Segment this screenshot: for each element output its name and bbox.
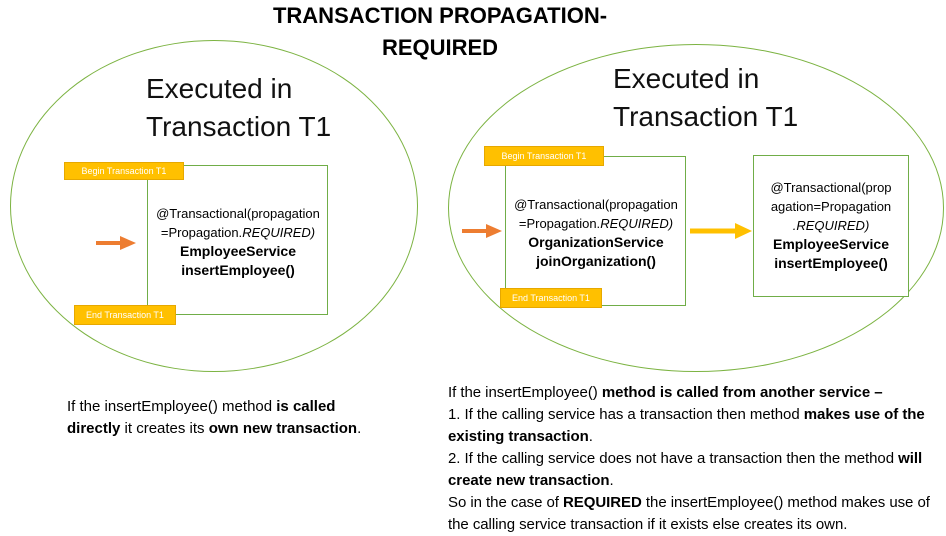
- left-end-transaction-tag: End Transaction T1: [74, 305, 176, 325]
- right-desc-l2-end: .: [588, 428, 593, 445]
- right-box2-annotation-line-1: @Transactional(prop: [770, 180, 892, 195]
- title-line-1: TRANSACTION PROPAGATION-: [272, 3, 608, 28]
- right-box2-service-name: EmployeeService: [773, 236, 889, 252]
- right-begin-transaction-tag: Begin Transaction T1: [484, 146, 604, 166]
- left-call-arrow: [96, 236, 136, 250]
- right-box1-annotation-line-1: @Transactional(propagation: [514, 197, 678, 212]
- right-box1-method-name: joinOrganization(): [536, 253, 656, 269]
- right-desc-l2-bold: makes use of the existing transaction: [448, 406, 925, 445]
- right-desc-line-2: 1. If the calling service has a transact…: [448, 404, 946, 448]
- left-method-name: insertEmployee(): [181, 262, 295, 278]
- left-executed-line-2: Transaction T1: [146, 111, 332, 142]
- left-service-name: EmployeeService: [180, 243, 296, 259]
- left-transaction-ellipse: [10, 40, 418, 372]
- left-executed-label: Executed in Transaction T1: [146, 70, 331, 146]
- right-box2-annotation-line-2: agation=Propagation: [770, 199, 892, 214]
- right-organization-service-text: @Transactional(propagation =Propagation.…: [506, 195, 686, 271]
- right-box1-service-name: OrganizationService: [528, 234, 664, 250]
- right-employee-service-text: @Transactional(prop agation=Propagation …: [754, 178, 908, 273]
- right-organization-service-box: [505, 156, 686, 306]
- left-executed-line-1: Executed in: [146, 73, 293, 104]
- right-transaction-ellipse: [448, 44, 944, 372]
- left-desc-text-1: If the insertEmployee() method: [67, 398, 277, 415]
- right-call-arrow: [462, 224, 502, 238]
- right-executed-line-2: Transaction T1: [613, 101, 799, 132]
- left-desc-text-2: it creates its: [120, 420, 209, 437]
- right-desc-line-1: If the insertEmployee() method is called…: [448, 382, 946, 404]
- right-desc-line-3: 2. If the calling service does not have …: [448, 448, 946, 492]
- right-executed-line-1: Executed in: [613, 63, 760, 94]
- right-employee-service-box: [753, 155, 909, 297]
- right-box1-annotation-line-2: =Propagation.REQUIRED): [506, 214, 686, 233]
- left-employee-service-box: [147, 165, 328, 315]
- right-box2-method-name: insertEmployee(): [774, 255, 888, 271]
- right-desc-l1-text: If the insertEmployee(): [448, 384, 602, 401]
- propagation-arrow: [690, 223, 752, 239]
- left-desc-bold-2: own new transaction: [208, 420, 358, 437]
- left-annotation-italic: REQUIRED): [242, 225, 316, 240]
- right-desc-line-4: So in the case of REQUIRED the insertEmp…: [448, 492, 946, 536]
- right-desc-l2-text: 1. If the calling service has a transact…: [448, 406, 804, 423]
- right-desc-l1-bold: method is called from another service –: [601, 384, 883, 401]
- right-box2-annotation-line-3: .REQUIRED): [792, 218, 870, 233]
- right-desc-l3-end: .: [609, 472, 614, 489]
- right-box1-annotation-prefix: =Propagation.: [518, 216, 601, 231]
- right-desc-l4-text-2: the insertEmployee() method makes use of…: [448, 494, 930, 533]
- right-end-transaction-tag: End Transaction T1: [500, 288, 602, 308]
- left-employee-service-text: @Transactional(propagation =Propagation.…: [148, 204, 328, 280]
- left-annotation-line-2: =Propagation.REQUIRED): [148, 223, 328, 242]
- title-line-2: REQUIRED: [381, 35, 499, 60]
- right-executed-label: Executed in Transaction T1: [613, 60, 798, 136]
- left-description: If the insertEmployee() method is called…: [67, 396, 387, 440]
- right-desc-l3-text: 2. If the calling service does not have …: [448, 450, 899, 467]
- left-annotation-prefix: =Propagation.: [160, 225, 243, 240]
- right-desc-l4-bold: REQUIRED: [563, 494, 642, 511]
- left-desc-bold-1: is called directly: [67, 398, 336, 437]
- right-description: If the insertEmployee() method is called…: [448, 382, 946, 536]
- right-desc-l4-text-1: So in the case of: [448, 494, 564, 511]
- right-desc-l3-bold: will create new transaction: [448, 450, 923, 489]
- left-begin-transaction-tag: Begin Transaction T1: [64, 162, 184, 180]
- left-desc-text-3: .: [357, 420, 362, 437]
- left-annotation-line-1: @Transactional(propagation: [156, 206, 320, 221]
- right-box1-annotation-italic: REQUIRED): [600, 216, 674, 231]
- page-title: TRANSACTION PROPAGATION- REQUIRED: [200, 0, 680, 64]
